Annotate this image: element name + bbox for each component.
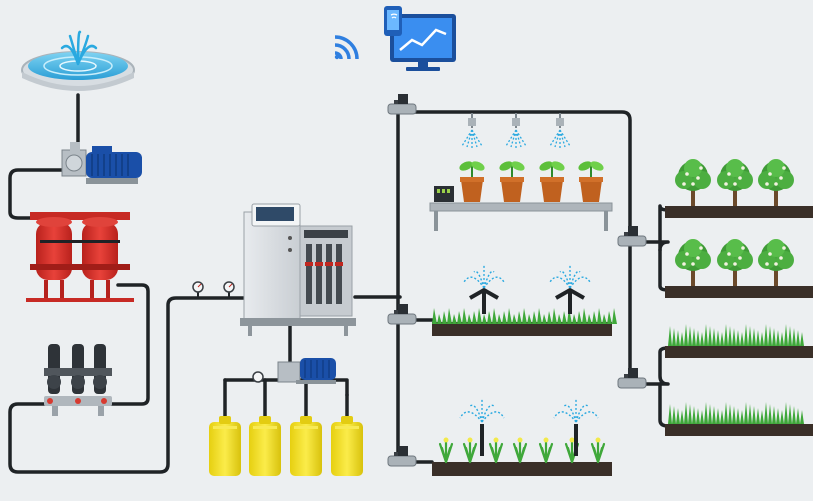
potted-plant-icon — [499, 161, 525, 202]
mist-nozzle-icon — [461, 113, 483, 148]
trees — [675, 159, 794, 286]
sensor-icon — [434, 186, 454, 202]
grass-icon — [668, 402, 804, 424]
seedling-icon — [512, 437, 528, 464]
nursery-bench — [429, 186, 613, 231]
seedling-bed — [432, 462, 612, 476]
grass-beds — [665, 346, 813, 436]
solenoid-valve-icon — [617, 368, 647, 389]
wifi-icon — [334, 35, 359, 60]
tree-icon — [675, 159, 711, 206]
tree-icon — [717, 159, 753, 206]
mist-nozzle-icon — [505, 113, 527, 148]
controller-cabinet-icon — [240, 203, 356, 336]
disc-filter-icon — [44, 344, 112, 416]
mist-nozzle-icon — [549, 113, 571, 148]
seedling-icon — [438, 437, 454, 464]
potted-plants — [459, 161, 604, 202]
tree-icon — [675, 239, 711, 286]
tree-icon — [717, 239, 753, 286]
fertilizer-tank-icon — [331, 416, 363, 476]
fountain-icon — [21, 30, 135, 91]
sprinkler-icon — [549, 264, 591, 314]
monitor-icon — [384, 6, 456, 71]
potted-plant-icon — [539, 161, 565, 202]
solenoid-valve-icon — [387, 446, 417, 467]
grass-icon — [668, 324, 804, 424]
solenoid-valve-icon — [617, 226, 647, 247]
solenoid-valve-icon — [387, 94, 417, 115]
potted-plant-icon — [578, 161, 604, 202]
sand-filter-icon — [26, 212, 134, 302]
seedling-icon — [462, 437, 478, 464]
fertilizer-tanks — [209, 416, 363, 476]
potted-plant-icon — [459, 161, 485, 202]
sprinkler-icon — [459, 398, 505, 456]
seedling-icon — [538, 437, 554, 464]
lawn-bed — [432, 308, 617, 336]
solenoid-valve-icon — [387, 304, 417, 325]
grass-icon — [668, 324, 804, 346]
tree-beds — [665, 206, 813, 298]
seedlings — [438, 437, 606, 464]
solenoid-valves — [387, 94, 647, 467]
tree-icon — [758, 239, 794, 286]
pump-icon — [61, 142, 142, 184]
fertilizer-tank-icon — [290, 416, 322, 476]
seedling-icon — [590, 437, 606, 464]
sprinkler-icon — [553, 398, 599, 456]
pump-icon — [277, 358, 336, 384]
sprinkler-icon — [463, 264, 505, 314]
pressure-gauge-icon — [192, 281, 264, 383]
tree-icon — [758, 159, 794, 206]
mist-nozzles — [461, 113, 571, 148]
fertilizer-tank-icon — [209, 416, 241, 476]
seedling-icon — [488, 437, 504, 464]
fertilizer-tank-icon — [249, 416, 281, 476]
